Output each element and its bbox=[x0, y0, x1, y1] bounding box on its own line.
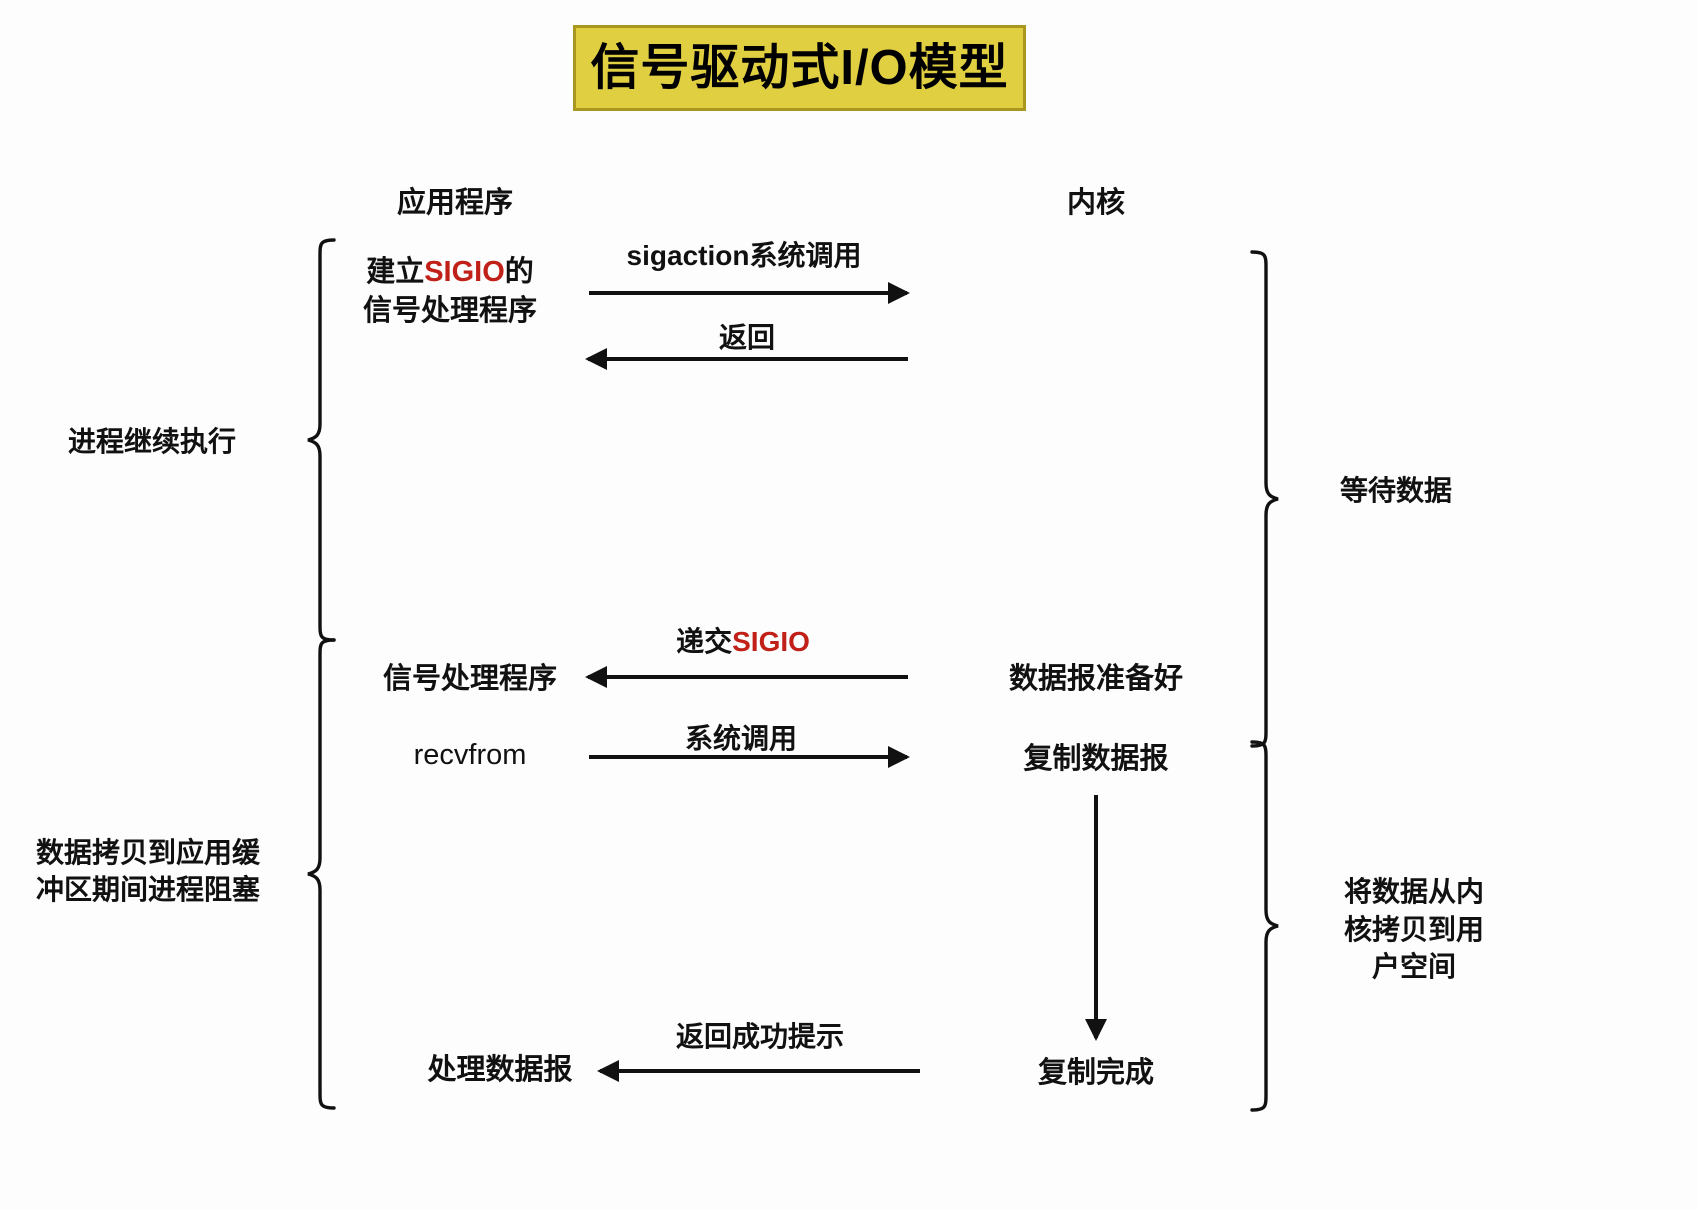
app-node-sigio-handler-setup-line2: 信号处理程序 bbox=[362, 294, 538, 327]
arrowhead-down-icon bbox=[1085, 1019, 1107, 1041]
arrow-label-return-success: 返回成功提示 bbox=[675, 1021, 845, 1052]
right-brace-label-copy-to-user: 将数据从内 核拷贝到用 户空间 bbox=[1344, 873, 1484, 986]
arrow-deliver-sigio bbox=[585, 666, 908, 688]
diagram-title-text: 信号驱动式I/O模型 bbox=[590, 40, 1009, 95]
arrow-label-deliver-sigio: 递交SIGIO bbox=[676, 625, 810, 659]
right-brace-label-copy-to-user-line2: 核拷贝到用 bbox=[1343, 913, 1485, 945]
left-brace-label-process-continues: 进程继续执行 bbox=[67, 426, 237, 457]
right-brace-waiting-data bbox=[1250, 250, 1280, 748]
left-brace-label-process-blocked-line2: 冲区期间进程阻塞 bbox=[35, 873, 261, 905]
arrowhead-left-icon bbox=[585, 666, 607, 688]
diagram-title-box: 信号驱动式I/O模型 bbox=[573, 25, 1026, 111]
right-brace-label-copy-to-user-line3: 户空间 bbox=[1371, 951, 1457, 983]
arrow-kernel-copy-progress bbox=[1085, 795, 1107, 1041]
arrow-label-sigaction-call: sigaction系统调用 bbox=[626, 240, 862, 271]
app-node-recvfrom: recvfrom bbox=[413, 739, 527, 771]
app-node-line1-pre: 建立 bbox=[366, 256, 425, 288]
arrow-label-deliver-pre: 递交 bbox=[676, 626, 733, 657]
arrowhead-right-icon bbox=[888, 282, 910, 304]
arrowhead-right-icon bbox=[888, 746, 910, 768]
arrow-label-sigaction-return: 返回 bbox=[718, 322, 776, 353]
kernel-node-copy-complete: 复制完成 bbox=[1037, 1057, 1155, 1089]
left-brace-label-process-blocked-line1: 数据拷贝到应用缓 bbox=[35, 837, 261, 868]
column-header-application: 应用程序 bbox=[396, 187, 514, 219]
app-node-sigio-handler-setup: 建立SIGIO的 信号处理程序 bbox=[363, 253, 537, 331]
kernel-node-copy-datagram: 复制数据报 bbox=[1023, 743, 1169, 775]
arrow-label-recvfrom-syscall: 系统调用 bbox=[684, 723, 798, 754]
app-node-sigio-handler-setup-line1: 建立SIGIO的 bbox=[363, 253, 537, 292]
arrow-return-success bbox=[597, 1060, 920, 1082]
right-brace-copy-to-user bbox=[1250, 740, 1280, 1112]
column-header-kernel: 内核 bbox=[1066, 187, 1126, 219]
right-brace-label-waiting-data: 等待数据 bbox=[1339, 475, 1453, 506]
arrow-label-deliver-sigio-red: SIGIO bbox=[732, 626, 810, 657]
app-node-signal-handler: 信号处理程序 bbox=[382, 663, 558, 695]
app-node-line1-post: 的 bbox=[504, 256, 534, 288]
arrowhead-left-icon bbox=[585, 348, 607, 370]
left-brace-process-blocked bbox=[306, 638, 336, 1110]
arrow-recvfrom-syscall bbox=[589, 746, 910, 768]
left-brace-label-process-blocked: 数据拷贝到应用缓 冲区期间进程阻塞 bbox=[36, 835, 260, 909]
app-node-process-datagram: 处理数据报 bbox=[427, 1054, 573, 1086]
right-brace-label-copy-to-user-line1: 将数据从内 bbox=[1343, 876, 1485, 907]
arrow-sigaction-return bbox=[585, 348, 908, 370]
app-node-line1-sigio: SIGIO bbox=[424, 256, 505, 288]
arrow-sigaction-call bbox=[589, 282, 910, 304]
arrowhead-left-icon bbox=[597, 1060, 619, 1082]
kernel-node-datagram-ready: 数据报准备好 bbox=[1008, 663, 1184, 695]
left-brace-process-continues bbox=[306, 238, 336, 642]
